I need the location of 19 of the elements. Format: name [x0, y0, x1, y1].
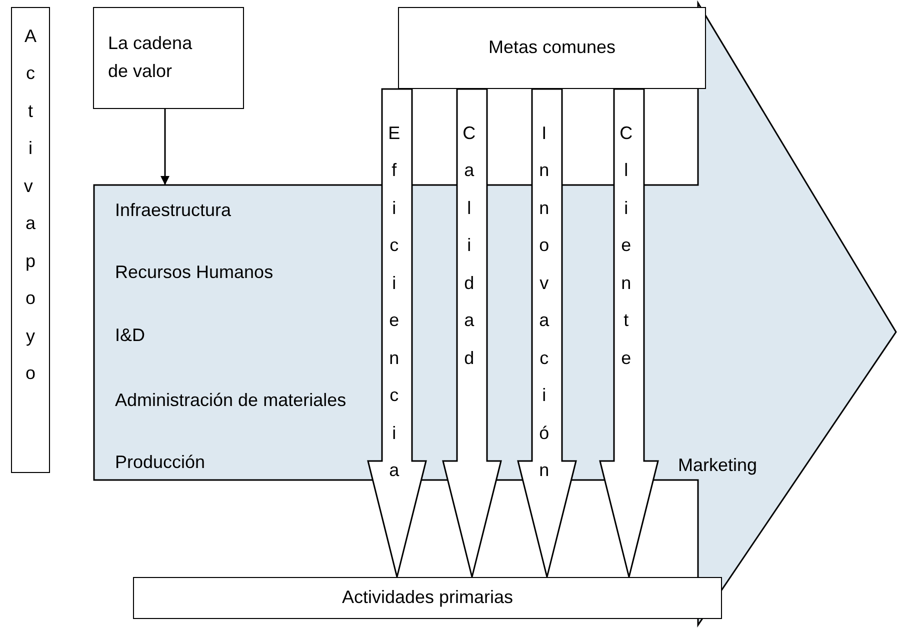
vertical-label-box: Activ apoyo: [11, 7, 50, 473]
activity-label: Marketing: [678, 454, 758, 476]
support-activity-label: Producción: [115, 451, 206, 473]
block-arrow: [599, 88, 659, 578]
support-activity-label: Administración de materiales: [115, 389, 346, 411]
text-box: Actividades primarias: [133, 577, 722, 619]
edge-label: Eficiencia: [387, 122, 408, 482]
text-box: Metas comunes: [398, 7, 706, 89]
edge-label: Innovación: [538, 122, 557, 482]
edge-label: Calidad: [462, 122, 482, 370]
edge-label: Cliente: [618, 122, 640, 370]
support-activity-label: Recursos Humanos: [115, 261, 274, 283]
support-activity-label: I&D: [115, 324, 146, 346]
support-activity-label: Infraestructura: [115, 199, 232, 221]
block-arrow: [367, 88, 427, 578]
block-arrow: [517, 88, 577, 578]
text-box: La cadena de valor: [93, 7, 244, 109]
block-arrow: [442, 88, 502, 578]
arrow: [160, 109, 170, 185]
